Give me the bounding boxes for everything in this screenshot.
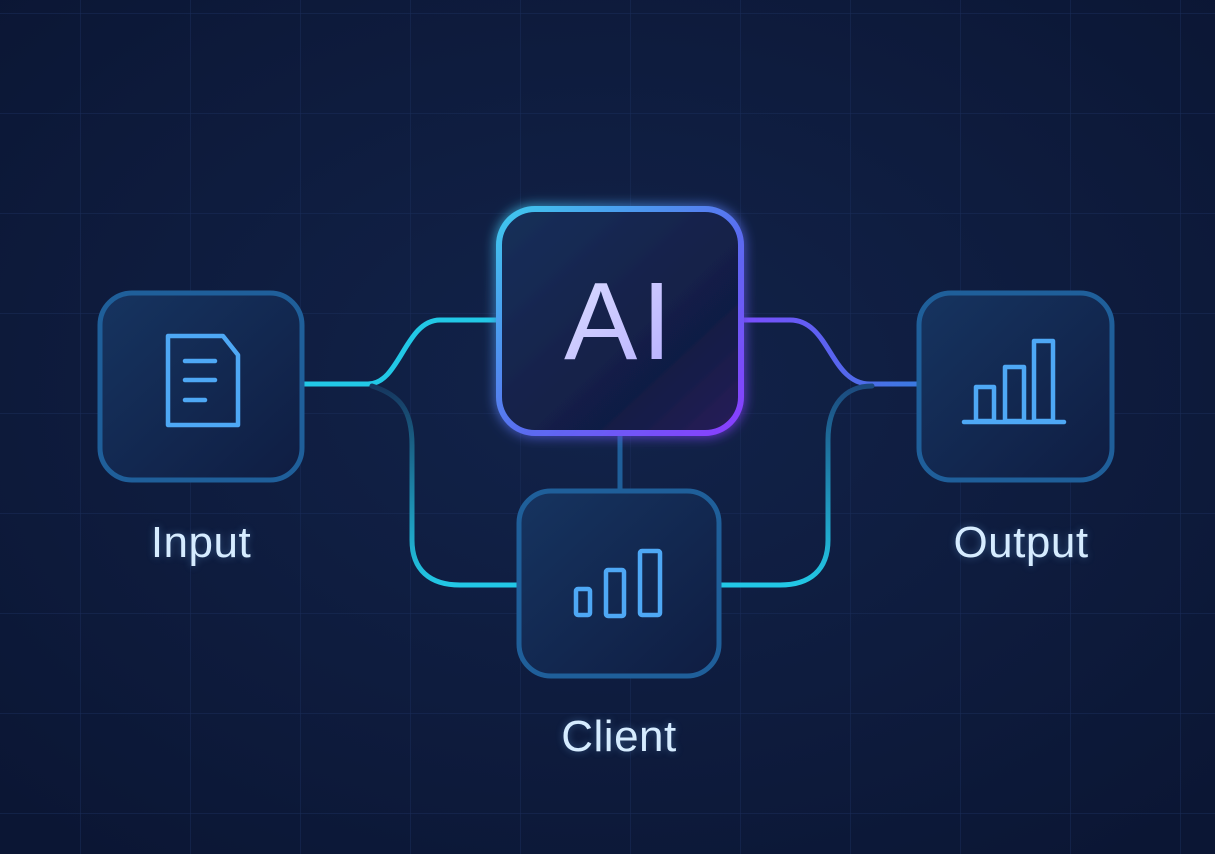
client-label: Client — [561, 712, 677, 761]
ai-node-label: AI — [498, 208, 742, 434]
bar-chart-icon — [573, 548, 663, 619]
output-label: Output — [953, 518, 1089, 567]
node-client[interactable] — [516, 488, 722, 679]
document-icon — [165, 333, 241, 428]
connector-ai-output — [739, 317, 921, 387]
connector-input-client — [369, 383, 521, 588]
connector-input-ai — [299, 317, 501, 387]
node-output[interactable] — [916, 290, 1115, 483]
connector-client-output — [717, 383, 875, 588]
node-ai[interactable] — [496, 206, 744, 436]
bar-chart-icon — [961, 338, 1067, 425]
node-input[interactable] — [97, 290, 305, 483]
input-label: Input — [150, 518, 252, 567]
